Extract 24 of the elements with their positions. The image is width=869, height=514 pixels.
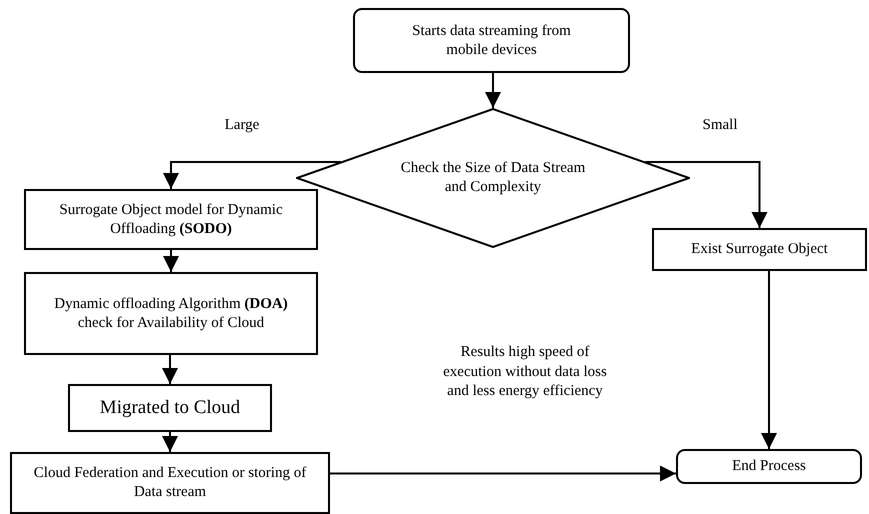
process-box (24, 272, 318, 355)
arrow (162, 432, 178, 452)
arrow (330, 466, 676, 482)
terminal-box (676, 449, 862, 484)
arrow (485, 73, 501, 108)
node-text: End Process (731, 457, 807, 476)
arrow (162, 355, 178, 384)
process-box (24, 189, 318, 250)
process-box (652, 228, 867, 271)
arrow (644, 161, 768, 228)
node-text: Exist Surrogate Object (690, 240, 829, 259)
node-text: Starts data streaming from mobile devices (411, 22, 572, 60)
process-box (10, 452, 330, 514)
node-text: Surrogate Object model for Dynamic Offloading (SODO) (58, 200, 284, 238)
node-text: Check the Size of Data Stream and Complexity (400, 159, 586, 197)
process-box (68, 384, 272, 432)
decision-diamond (296, 108, 690, 248)
arrow (163, 250, 179, 272)
node-text: Dynamic offloading Algorithm (DOA) check for Availability of Cloud (53, 294, 289, 332)
node-text: Migrated to Cloud (98, 396, 242, 420)
node-text: Cloud Federation and Execution or storing of Data stream (32, 464, 308, 502)
terminal-box (353, 8, 630, 73)
arrow (761, 271, 777, 449)
arrow (163, 161, 342, 189)
